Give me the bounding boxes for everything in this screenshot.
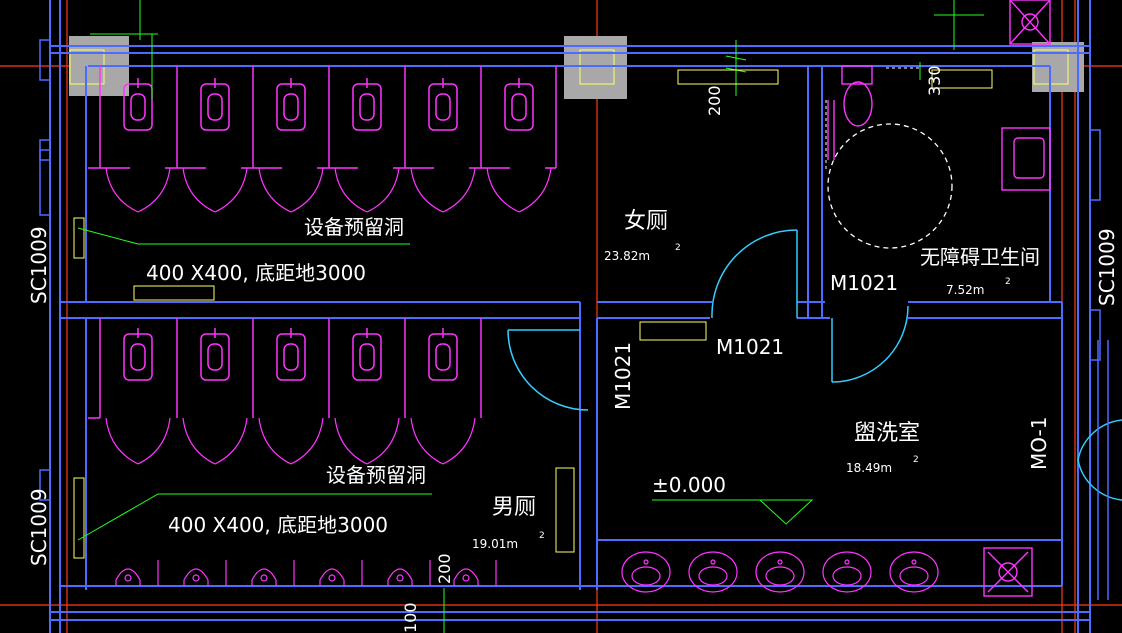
urinal-fixture bbox=[453, 560, 497, 586]
accessible-room-area-sup: 2 bbox=[1005, 277, 1011, 287]
window-frames bbox=[39, 39, 1101, 501]
dimension-100: 100 bbox=[401, 602, 420, 633]
door-leaf-mo1 bbox=[1097, 340, 1109, 600]
dimension-200-bottom: 200 bbox=[435, 553, 454, 584]
hatch-markers bbox=[133, 69, 993, 553]
urinal-fixture bbox=[319, 560, 363, 586]
stall-door bbox=[182, 417, 248, 465]
toilet-fixture bbox=[276, 78, 306, 131]
accessible-room-label: 无障碍卫生间 bbox=[920, 245, 1040, 269]
toilet-fixture bbox=[352, 78, 382, 131]
leader-lines bbox=[77, 0, 984, 633]
urinals bbox=[115, 560, 497, 586]
stall-door bbox=[105, 417, 171, 465]
urinal-fixture bbox=[115, 560, 159, 586]
wash-basin bbox=[889, 551, 939, 593]
window-tag-sc1009-lower: SC1009 bbox=[27, 488, 51, 566]
stalls-upper bbox=[88, 66, 557, 169]
elevation-mark: ±0.000 bbox=[652, 473, 726, 497]
walls bbox=[49, 0, 1091, 633]
dimension-330: 330 bbox=[925, 65, 944, 96]
stall-door bbox=[334, 417, 400, 465]
door-tag-mo1: MO-1 bbox=[1027, 417, 1051, 471]
reserved-hole-upper-title: 设备预留洞 bbox=[304, 215, 404, 239]
men-room-area: 19.01m bbox=[472, 537, 518, 551]
toilet-fixture bbox=[504, 78, 534, 131]
stall-door bbox=[105, 167, 171, 213]
urinal-fixture bbox=[183, 560, 227, 586]
washroom-area: 18.49m bbox=[846, 461, 892, 475]
doors bbox=[507, 229, 1122, 501]
stall-door bbox=[410, 417, 476, 465]
window-tag-sc1009-right: SC1009 bbox=[1095, 228, 1119, 306]
wash-basin bbox=[688, 551, 738, 593]
urinal-fixture bbox=[251, 560, 295, 586]
stall-door bbox=[182, 167, 248, 213]
window-hatch bbox=[73, 217, 85, 559]
women-room-area: 23.82m bbox=[604, 249, 650, 263]
door-tag-m1021-accessible: M1021 bbox=[830, 271, 898, 295]
men-room-area-sup: 2 bbox=[539, 531, 545, 541]
toilet-fixture bbox=[200, 328, 230, 381]
reserved-hole-lower-spec: 400 X400, 底距地3000 bbox=[168, 513, 388, 537]
toilet-fixture bbox=[123, 78, 153, 131]
wash-basin bbox=[822, 551, 872, 593]
toilet-fixture bbox=[276, 328, 306, 381]
stall-door bbox=[334, 167, 400, 213]
wash-basins bbox=[621, 551, 939, 593]
stalls-lower bbox=[88, 318, 482, 419]
reserved-hole-upper-spec: 400 X400, 底距地3000 bbox=[146, 261, 366, 285]
dimension-200-top: 200 bbox=[705, 85, 724, 116]
men-room-label: 男厕 bbox=[492, 495, 536, 520]
stall-doors-upper bbox=[105, 167, 552, 213]
accessible-room-area: 7.52m bbox=[946, 283, 984, 297]
stall-door bbox=[258, 167, 324, 213]
stall-door bbox=[258, 417, 324, 465]
washroom-label: 盥洗室 bbox=[854, 421, 920, 446]
toilet-fixture bbox=[123, 328, 153, 381]
toilet-fixture bbox=[428, 78, 458, 131]
door-tag-m1021-women: M1021 bbox=[716, 335, 784, 359]
toilets-lower bbox=[123, 328, 458, 381]
toilets-upper bbox=[123, 78, 534, 131]
washroom-area-sup: 2 bbox=[913, 455, 919, 465]
door-tag-m1021-men: M1021 bbox=[611, 342, 635, 410]
stall-doors-lower bbox=[105, 417, 476, 465]
wash-basin bbox=[755, 551, 805, 593]
women-room-area-sup: 2 bbox=[675, 243, 681, 253]
plumbing-dashes bbox=[825, 67, 920, 170]
toilet-fixture bbox=[428, 328, 458, 381]
wheelchair-turning-circle bbox=[827, 123, 953, 249]
stall-door bbox=[410, 167, 476, 213]
accessible-fixtures bbox=[827, 0, 1051, 597]
toilet-fixture bbox=[200, 78, 230, 131]
stall-door bbox=[486, 167, 552, 213]
toilet-fixture bbox=[352, 328, 382, 381]
reserved-hole-lower-title: 设备预留洞 bbox=[326, 463, 426, 487]
window-tag-sc1009-upper: SC1009 bbox=[27, 226, 51, 304]
urinal-fixture bbox=[387, 560, 431, 586]
women-room-label: 女厕 bbox=[624, 209, 668, 234]
wash-basin bbox=[621, 551, 671, 593]
